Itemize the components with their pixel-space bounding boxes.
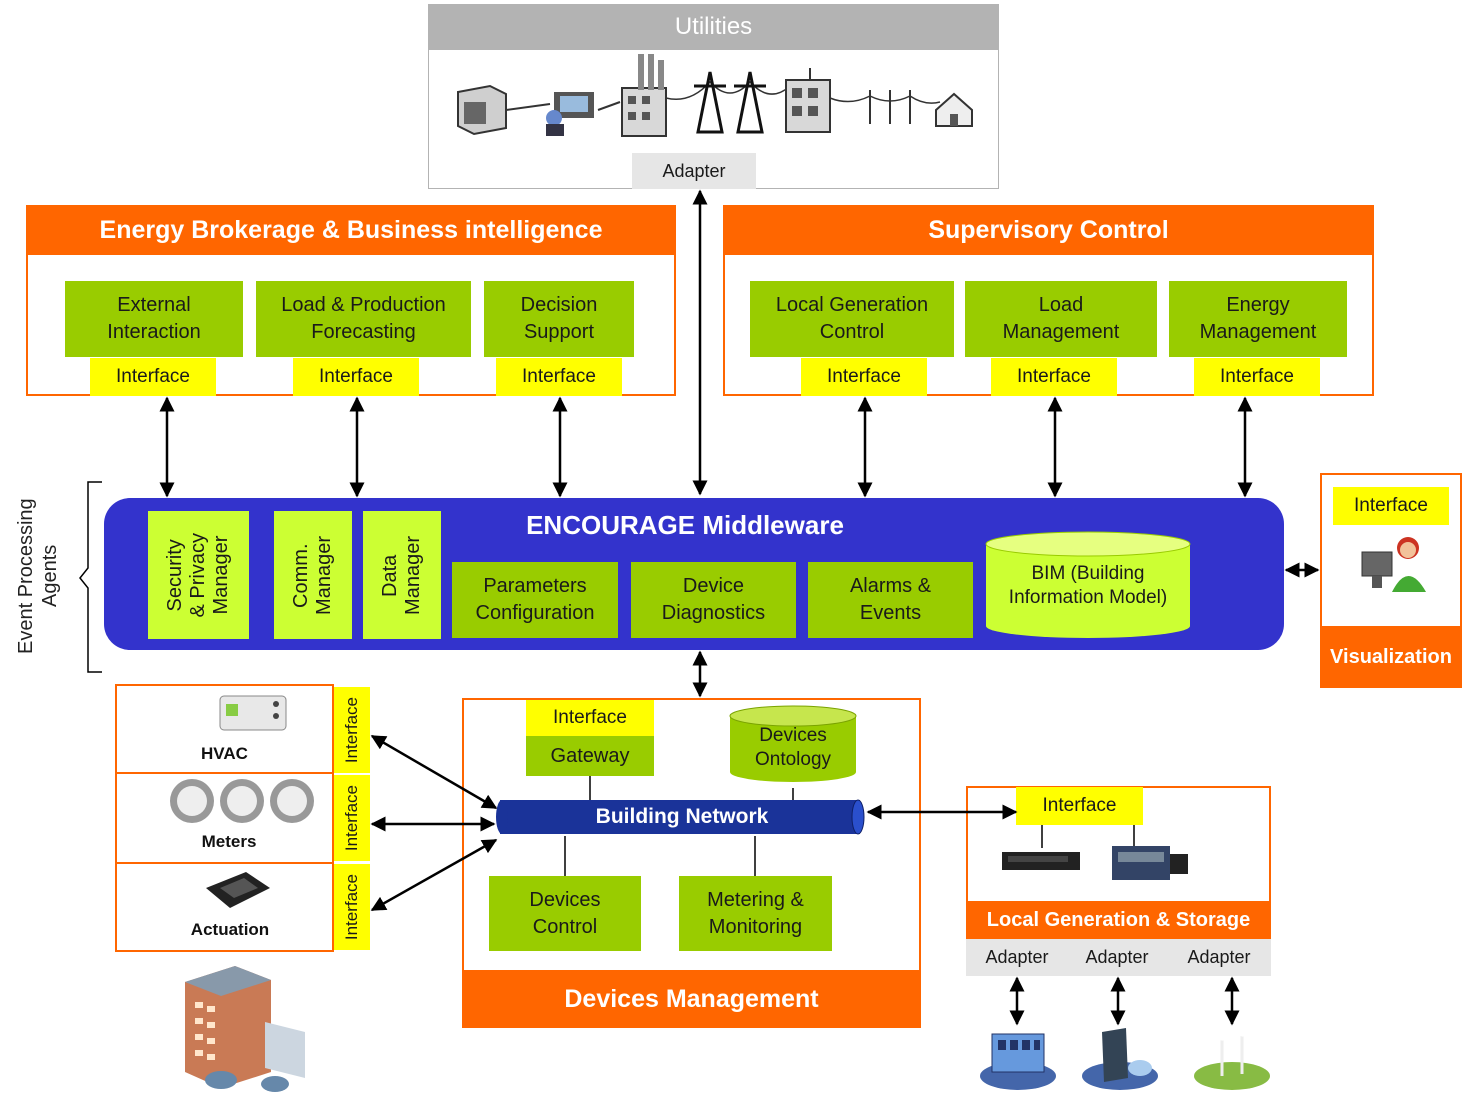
pole-icon (869, 90, 911, 124)
house-icon (935, 92, 973, 127)
substation-icon (785, 68, 831, 133)
supervisory-control-title: Supervisory Control (723, 205, 1374, 255)
local-adapter-2: Adapter (1085, 947, 1149, 967)
sc-interface-2: Interface (991, 358, 1117, 396)
solar-panel-icon (1082, 1028, 1158, 1090)
data-manager: Data Manager (363, 511, 441, 639)
comm-manager: Comm. Manager (274, 511, 352, 639)
devices-interface-2: Interface (334, 775, 370, 861)
inverter-icon (1112, 846, 1188, 880)
battery-storage-icon (980, 1033, 1056, 1090)
metering-monitoring: Metering & Monitoring (679, 876, 832, 951)
energy-brokerage-title: Energy Brokerage & Business intelligence (26, 205, 676, 255)
device-diagnostics: Device Diagnostics (631, 562, 796, 638)
ebi-interface-1: Interface (90, 358, 216, 396)
bim-cylinder (985, 531, 1191, 638)
devices-management-title: Devices Management (462, 970, 921, 1028)
hvac-label: HVAC (201, 744, 248, 763)
building-network-label: Building Network (595, 805, 769, 828)
sc-module-load-management: Load Management (965, 281, 1157, 357)
wind-turbine-icon (1194, 1027, 1270, 1090)
ebi-module-external-interaction: External Interaction (65, 281, 243, 357)
control-room-icon (546, 92, 594, 136)
alarms-events: Alarms & Events (808, 562, 973, 638)
building-network-bus (496, 799, 865, 835)
local-generation-title: Local Generation & Storage (966, 901, 1271, 939)
local-adapter-3: Adapter (1187, 947, 1251, 967)
power-plant-icon (457, 84, 507, 136)
ebi-module-load-production-forecasting: Load & Production Forecasting (256, 281, 471, 357)
devices-divider-1 (117, 772, 332, 774)
devices-ontology-cylinder (729, 705, 857, 782)
meters-icon (170, 779, 314, 823)
adapter-strip (966, 939, 1271, 976)
hvac-unit-icon (219, 695, 287, 731)
sc-module-local-generation-control: Local Generation Control (750, 281, 954, 357)
gateway-interface: Interface (526, 700, 654, 736)
utilities-title: Utilities (428, 4, 999, 50)
bim-label: BIM (Building Information Model) (1008, 563, 1168, 608)
user-workstation-icon (1361, 537, 1426, 592)
transmission-tower-icon (694, 71, 766, 134)
actuation-label: Actuation (190, 920, 270, 939)
ebi-module-decision-support: Decision Support (484, 281, 634, 357)
gateway: Gateway (526, 736, 654, 776)
sc-interface-1: Interface (801, 358, 927, 396)
visualization-title: Visualization (1320, 626, 1462, 688)
sc-interface-3: Interface (1194, 358, 1320, 396)
utilities-adapter: Adapter (632, 153, 756, 189)
devices-control: Devices Control (489, 876, 641, 951)
parameters-configuration: Parameters Configuration (452, 562, 618, 638)
local-generation-interface: Interface (1016, 787, 1143, 825)
visualization-interface: Interface (1333, 487, 1449, 525)
devices-interface-1: Interface (334, 687, 370, 773)
devices-ontology-label: Devices Ontology (754, 725, 832, 770)
ebi-interface-3: Interface (496, 358, 622, 396)
security-privacy-manager: Security & Privacy Manager (148, 511, 249, 639)
utility-grid-illustration (457, 54, 973, 137)
storage-controller-icon (1002, 852, 1080, 870)
actuation-device-icon (206, 872, 270, 908)
ebi-interface-2: Interface (293, 358, 419, 396)
factory-icon (621, 54, 667, 137)
meters-label: Meters (201, 832, 257, 851)
devices-divider-2 (117, 862, 332, 864)
devices-interface-3: Interface (334, 864, 370, 950)
building-illustration (185, 966, 305, 1092)
middleware-title: ENCOURAGE Middleware (526, 510, 844, 540)
local-adapter-1: Adapter (985, 947, 1049, 967)
sc-module-energy-management: Energy Management (1169, 281, 1347, 357)
